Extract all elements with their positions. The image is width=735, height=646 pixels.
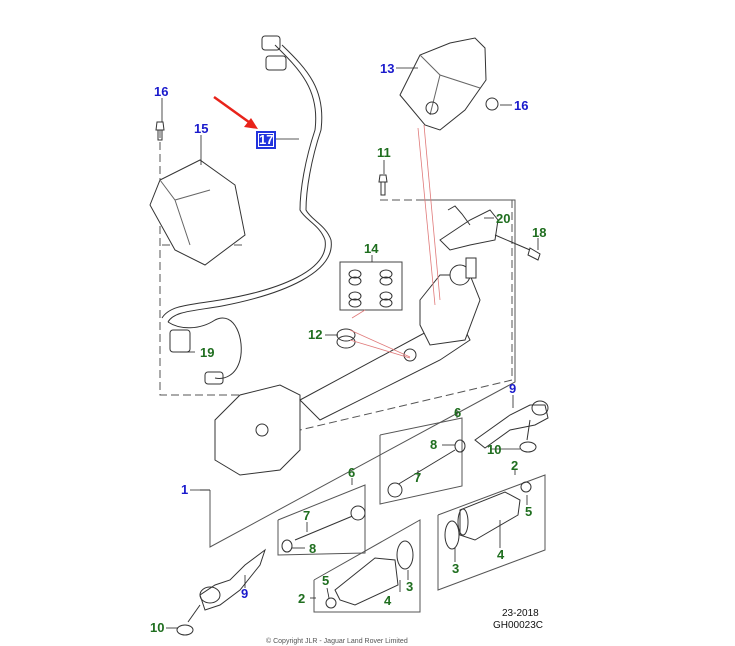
callout-16-right[interactable]: 16: [514, 98, 529, 113]
callout-2-right[interactable]: 2: [511, 458, 519, 473]
callout-10-left[interactable]: 10: [150, 620, 165, 635]
callout-7-left[interactable]: 7: [303, 508, 311, 523]
assembly-outline-6-right: [379, 417, 463, 505]
callout-4-right[interactable]: 4: [497, 547, 505, 562]
callout-3-left[interactable]: 3: [406, 579, 414, 594]
callout-12[interactable]: 12: [308, 327, 323, 342]
assembly-outline-6-left: [277, 484, 366, 556]
bolt-18: [494, 234, 541, 261]
clamp-5-left: [325, 597, 337, 609]
callout-13[interactable]: 14: [364, 241, 379, 256]
tie-rod-end-9-right: [474, 404, 549, 449]
bracket-20: [439, 209, 499, 251]
callout-2-left[interactable]: 2: [298, 591, 306, 606]
clamp-5-right: [520, 481, 532, 493]
steering-gear-body: [214, 257, 481, 476]
callout-6-left[interactable]: 6: [348, 465, 356, 480]
callout-1[interactable]: 1: [181, 482, 189, 497]
illustration-id: GH00023C: [493, 620, 544, 631]
callout-10-right[interactable]: 10: [487, 442, 502, 457]
clamp-3-right: [444, 520, 460, 550]
callout-9-right[interactable]: 9: [509, 381, 517, 396]
copyright-notice: © Copyright JLR - Jaguar Land Rover Limi…: [266, 638, 408, 645]
assembly-outline-2-right: [437, 474, 546, 591]
bushings: [348, 269, 393, 308]
boot-4-right: [459, 491, 521, 541]
callout-17-highlighted[interactable]: 17: [255, 131, 277, 149]
boot-4-left: [334, 557, 399, 606]
callout-11[interactable]: 11: [377, 145, 391, 160]
assembly-outline-2-left: [313, 519, 421, 613]
nut-10-left: [176, 624, 194, 636]
assembly-outline-1: [209, 199, 516, 548]
date-code: 23-2018: [502, 608, 539, 619]
callout-3-right[interactable]: 3: [452, 561, 460, 576]
tie-rod-end-9-left: [199, 548, 266, 611]
callout-19[interactable]: 19: [200, 345, 215, 360]
callout-5-right[interactable]: 5: [525, 504, 533, 519]
callout-15[interactable]: 15: [194, 121, 209, 136]
callout-14[interactable]: 13: [380, 61, 395, 76]
callout-9-left[interactable]: 9: [241, 586, 249, 601]
heat-shield-14: [399, 37, 487, 131]
bushing-kit-13: [339, 261, 403, 311]
clamp-3-left: [396, 540, 414, 570]
callout-16-left[interactable]: 16: [154, 84, 169, 99]
bolt-16-left: [155, 121, 165, 141]
bolt-11: [378, 174, 388, 196]
heat-shield-15: [149, 159, 246, 266]
callout-4-left[interactable]: 4: [384, 593, 392, 608]
callout-8-left[interactable]: 8: [309, 541, 317, 556]
callout-8-right[interactable]: 8: [430, 437, 438, 452]
callout-18[interactable]: 18: [532, 225, 547, 240]
nut-10-right: [519, 441, 537, 453]
pointer-arrow: [213, 95, 254, 127]
bolt-20b: [447, 205, 471, 226]
callout-5-left[interactable]: 5: [322, 573, 330, 588]
callout-20[interactable]: 20: [496, 211, 511, 226]
callout-6-right[interactable]: 6: [454, 405, 462, 420]
callout-7-right[interactable]: 7: [414, 470, 422, 485]
